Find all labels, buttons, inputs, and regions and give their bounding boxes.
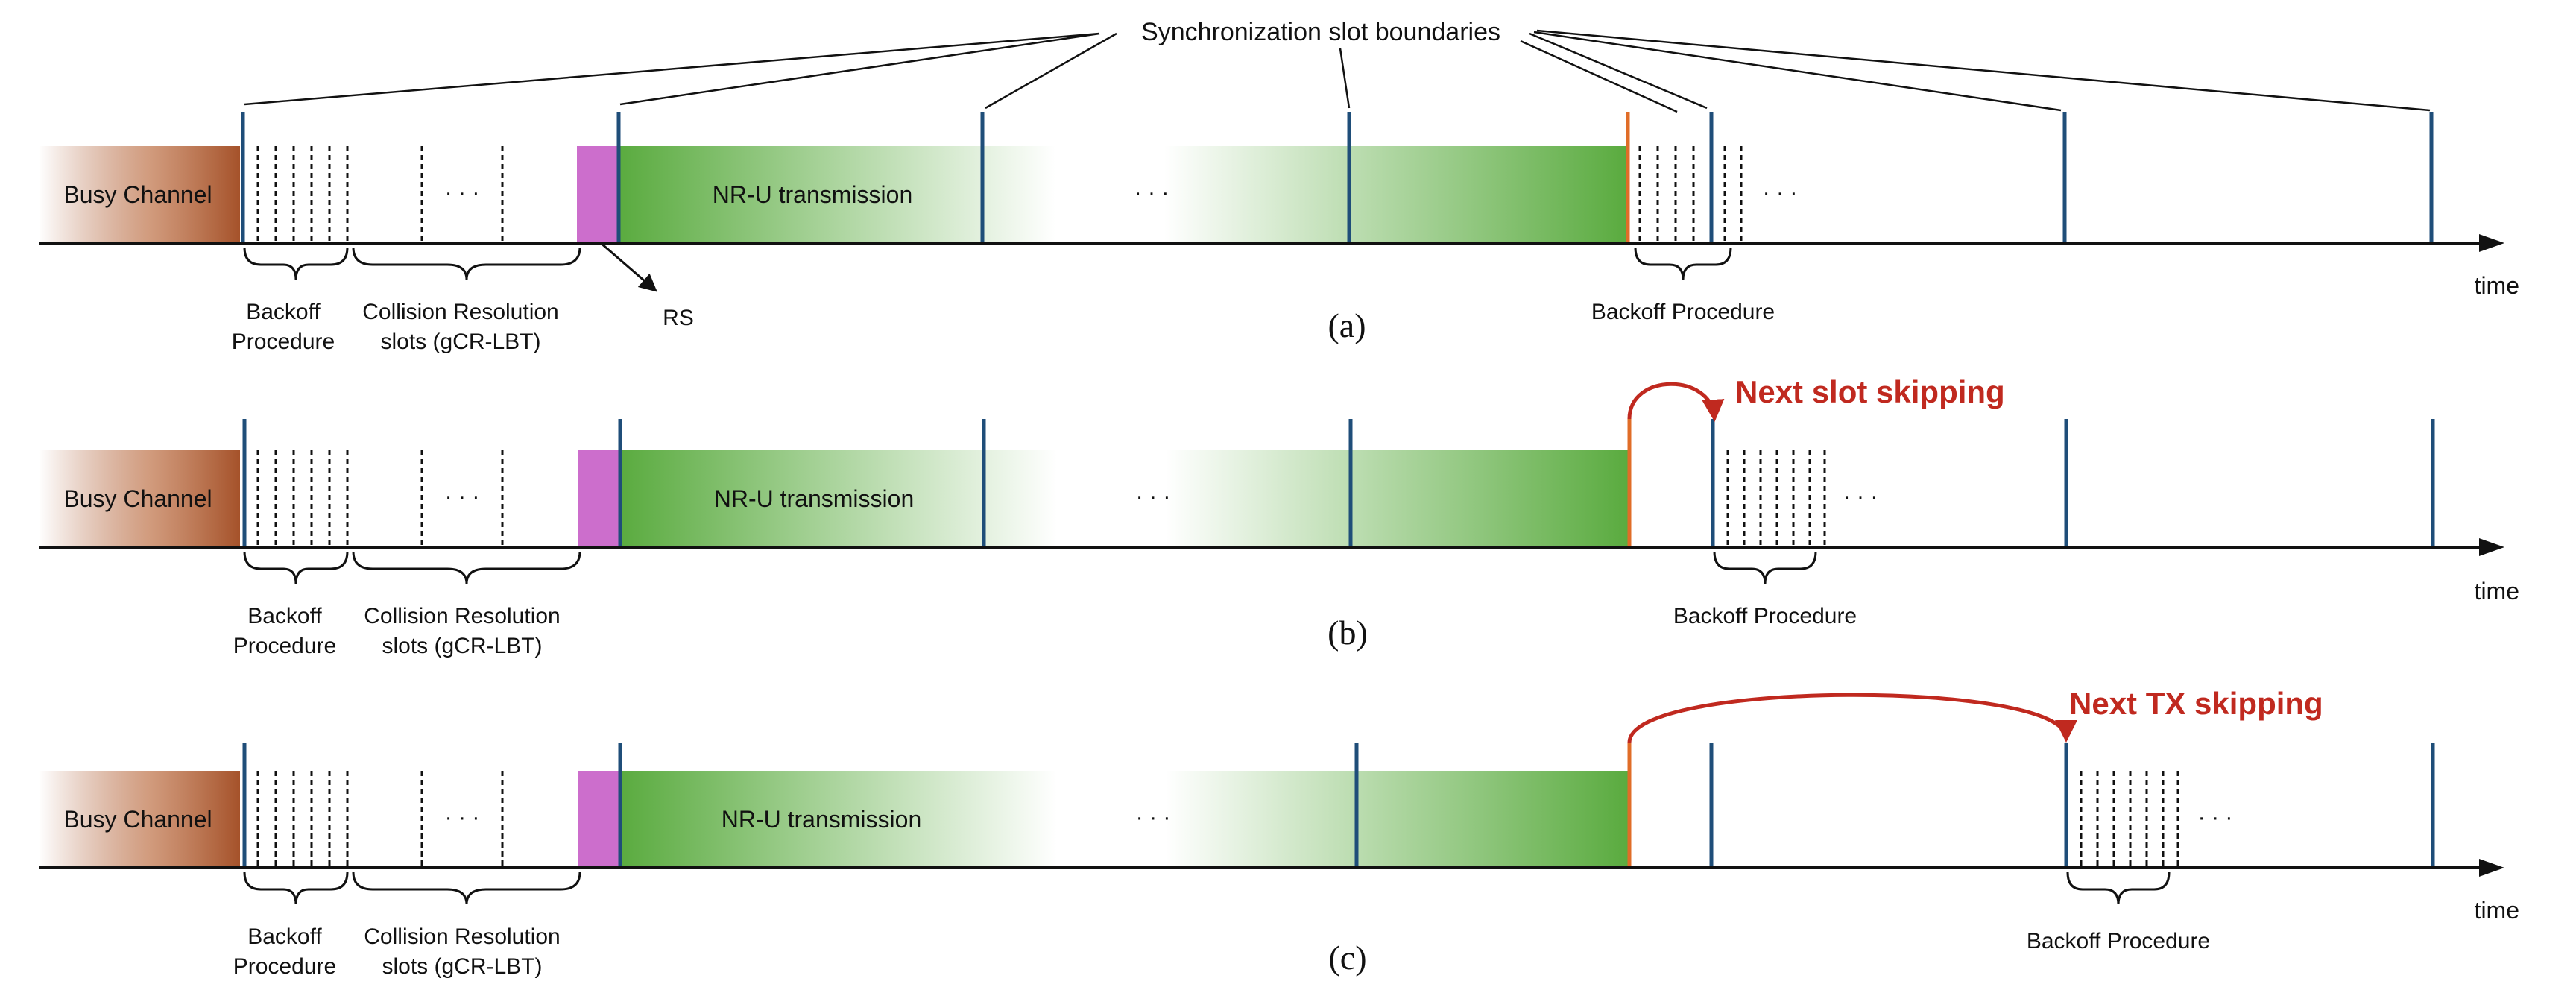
busy-channel-label: Busy Channel — [63, 181, 212, 208]
cr-label-line1: Collision Resolution — [364, 604, 560, 628]
tail-ellipsis: · · · — [1843, 485, 1878, 509]
rs-arrow — [600, 242, 657, 292]
slot-boundaries — [242, 742, 2435, 868]
backoff-brace — [243, 871, 349, 905]
cr-label-line1: Collision Resolution — [364, 924, 560, 949]
backoff-brace — [243, 551, 349, 584]
slot-boundaries — [242, 419, 2435, 547]
panel-caption: (c) — [1328, 939, 1366, 977]
cr-label-line2: slots (gCR-LBT) — [382, 954, 542, 979]
backoff-label-line2: Procedure — [233, 634, 336, 658]
tail-ellipsis: · · · — [1763, 180, 1798, 205]
late-backoff-slots — [1726, 450, 1826, 547]
nru-ellipsis: · · · — [1134, 180, 1169, 205]
late-backoff-label: Backoff Procedure — [2027, 929, 2210, 953]
cr-brace — [352, 247, 581, 280]
busy-channel-label: Busy Channel — [63, 485, 212, 512]
rs-block — [578, 450, 619, 547]
late-backoff-brace — [2066, 871, 2171, 905]
rs-block — [577, 146, 617, 243]
late-backoff-label: Backoff Procedure — [1591, 300, 1775, 324]
nru-transmission-block-end — [1166, 450, 1628, 547]
time-axis-label: time — [2475, 897, 2519, 924]
backoff-label-line1: Backoff — [246, 300, 321, 324]
rs-block — [578, 771, 619, 868]
busy-channel-block — [39, 450, 240, 547]
time-axis-arrowhead — [2479, 234, 2504, 252]
cr-ellipsis: · · · — [445, 485, 480, 509]
late-backoff-slots — [2080, 771, 2179, 868]
busy-channel-label: Busy Channel — [63, 806, 212, 833]
backoff-slots — [256, 450, 504, 547]
time-axis-arrowhead — [2479, 538, 2504, 556]
rs-label: RS — [663, 306, 694, 330]
callout-line — [1529, 32, 1708, 110]
backoff-label-line2: Procedure — [232, 330, 335, 354]
nru-transmission-block-start — [620, 771, 1057, 868]
panel-caption: (a) — [1328, 306, 1366, 344]
next-slot-skipping-label: Next slot skipping — [1735, 374, 2005, 409]
time-axis-label: time — [2475, 272, 2519, 299]
nru-transmission-block-end — [1166, 771, 1628, 868]
callout-line — [1520, 40, 1678, 113]
cr-ellipsis: · · · — [445, 805, 480, 830]
backoff-brace — [243, 247, 349, 280]
callout-line — [244, 32, 1100, 106]
busy-channel-block — [39, 146, 240, 243]
cr-ellipsis: · · · — [445, 180, 480, 205]
slot-boundaries — [241, 112, 2434, 243]
cr-label-line2: slots (gCR-LBT) — [380, 330, 540, 354]
backoff-label-line2: Procedure — [233, 954, 336, 979]
callout-line — [985, 32, 1117, 110]
panel-a: Busy Channel · · · NR-U transmission · ·… — [39, 112, 2519, 354]
nru-transmission-block-end — [1164, 146, 1626, 243]
late-backoff-slots — [1638, 146, 1743, 243]
next-tx-skip-arrow — [1627, 693, 2077, 743]
sync-boundary-callout-lines — [244, 29, 2431, 113]
nru-ellipsis: · · · — [1136, 805, 1171, 830]
cr-label-line1: Collision Resolution — [362, 300, 558, 324]
callout-line — [1536, 29, 2431, 112]
backoff-label-line1: Backoff — [247, 924, 322, 949]
backoff-slots — [256, 771, 504, 868]
cr-label-line2: slots (gCR-LBT) — [382, 634, 542, 658]
next-slot-skip-arrow — [1627, 382, 1725, 422]
panel-c: Busy Channel · · · NR-U transmission · ·… — [39, 686, 2519, 979]
busy-channel-block — [39, 771, 240, 868]
late-backoff-label: Backoff Procedure — [1673, 604, 1857, 628]
next-tx-skipping-label: Next TX skipping — [2069, 686, 2323, 721]
nru-transmission-label: NR-U transmission — [713, 181, 912, 208]
callout-line — [1339, 48, 1351, 109]
callout-line — [619, 32, 1100, 106]
panel-b: Busy Channel · · · NR-U transmission · ·… — [39, 374, 2519, 658]
late-backoff-brace — [1713, 551, 1817, 584]
cr-brace — [352, 551, 581, 584]
nru-transmission-label: NR-U transmission — [714, 485, 914, 512]
late-backoff-brace — [1634, 247, 1732, 280]
time-axis-label: time — [2475, 578, 2519, 605]
time-axis-arrowhead — [2479, 859, 2504, 877]
sync-boundaries-label: Synchronization slot boundaries — [1141, 18, 1500, 46]
cr-brace — [352, 871, 581, 905]
backoff-slots — [256, 146, 504, 243]
backoff-label-line1: Backoff — [247, 604, 322, 628]
tail-ellipsis: · · · — [2198, 805, 2233, 830]
panel-caption: (b) — [1328, 614, 1368, 652]
callout-line — [1533, 31, 2062, 112]
nru-transmission-label: NR-U transmission — [722, 806, 921, 833]
nru-ellipsis: · · · — [1136, 485, 1171, 509]
